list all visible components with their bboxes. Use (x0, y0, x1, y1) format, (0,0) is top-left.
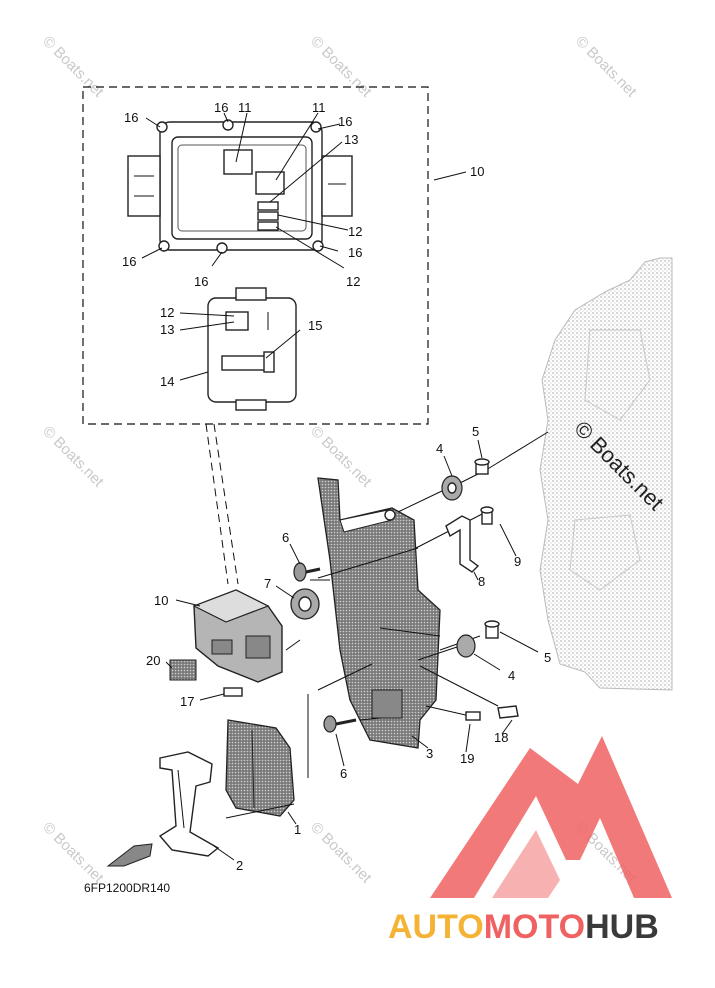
ecm-unit (192, 589, 283, 683)
callout-16: 16 (124, 110, 138, 125)
callout-8: 8 (478, 574, 485, 589)
watermark: © Boats.net (307, 33, 375, 101)
main-leaders (165, 439, 539, 861)
cover-part (225, 719, 295, 817)
callout-16: 16 (122, 254, 136, 269)
diagram-code: 6FP1200DR140 (84, 881, 170, 895)
callout-2: 2 (236, 858, 243, 873)
callout-16: 16 (348, 245, 362, 260)
callout-12: 12 (160, 305, 174, 320)
watermark: © Boats.net (39, 819, 107, 887)
callout-12: 12 (348, 224, 362, 239)
callout-3: 3 (426, 746, 433, 761)
callout-6: 6 (340, 766, 347, 781)
callout-14: 14 (160, 374, 174, 389)
logo-text-auto: AUTOMOTOHUB (388, 908, 659, 946)
lower-bracket (158, 751, 220, 857)
callout-20: 20 (146, 653, 160, 668)
callout-6: 6 (282, 530, 289, 545)
logo-mark (430, 736, 672, 898)
callout-4: 4 (436, 441, 443, 456)
callout-13: 13 (160, 322, 174, 337)
detail-frame (82, 86, 429, 425)
callout-16: 16 (338, 114, 352, 129)
callout-11: 11 (238, 100, 252, 115)
detail-link (205, 423, 229, 585)
callout-9: 9 (514, 554, 521, 569)
callout-17: 17 (180, 694, 194, 709)
callout-11: 11 (312, 100, 326, 115)
callout-7: 7 (264, 576, 271, 591)
engine-silhouette: © Boats.net (539, 257, 673, 691)
ecm-detail-side (207, 287, 297, 411)
callout-15: 15 (308, 318, 322, 333)
watermark: © Boats.net (39, 423, 107, 491)
callout-16: 16 (194, 274, 208, 289)
main-bracket (317, 477, 441, 749)
callout-16: 16 (214, 100, 228, 115)
callout-12: 12 (346, 274, 360, 289)
callout-5: 5 (544, 650, 551, 665)
callouts: 16 16 11 11 16 13 12 16 12 16 16 10 12 1… (122, 100, 551, 873)
callout-19: 19 (460, 751, 474, 766)
automotohub-logo: AUTOMOTOHUB (388, 736, 672, 946)
detail-leaders (141, 112, 467, 381)
hardware (223, 458, 519, 733)
callout-13: 13 (344, 132, 358, 147)
callout-4: 4 (508, 668, 515, 683)
label-sticker (169, 659, 197, 681)
detail-link (213, 423, 239, 585)
callout-18: 18 (494, 730, 508, 745)
forward-arrow (106, 843, 153, 867)
callout-10: 10 (470, 164, 484, 179)
watermark: © Boats.net (307, 819, 375, 887)
watermark: © Boats.net (572, 33, 640, 101)
callout-5: 5 (472, 424, 479, 439)
callout-10: 10 (154, 593, 168, 608)
watermark: © Boats.net (307, 423, 375, 491)
watermark: © Boats.net (39, 33, 107, 101)
ecm-detail-top (127, 119, 353, 254)
callout-1: 1 (294, 822, 301, 837)
